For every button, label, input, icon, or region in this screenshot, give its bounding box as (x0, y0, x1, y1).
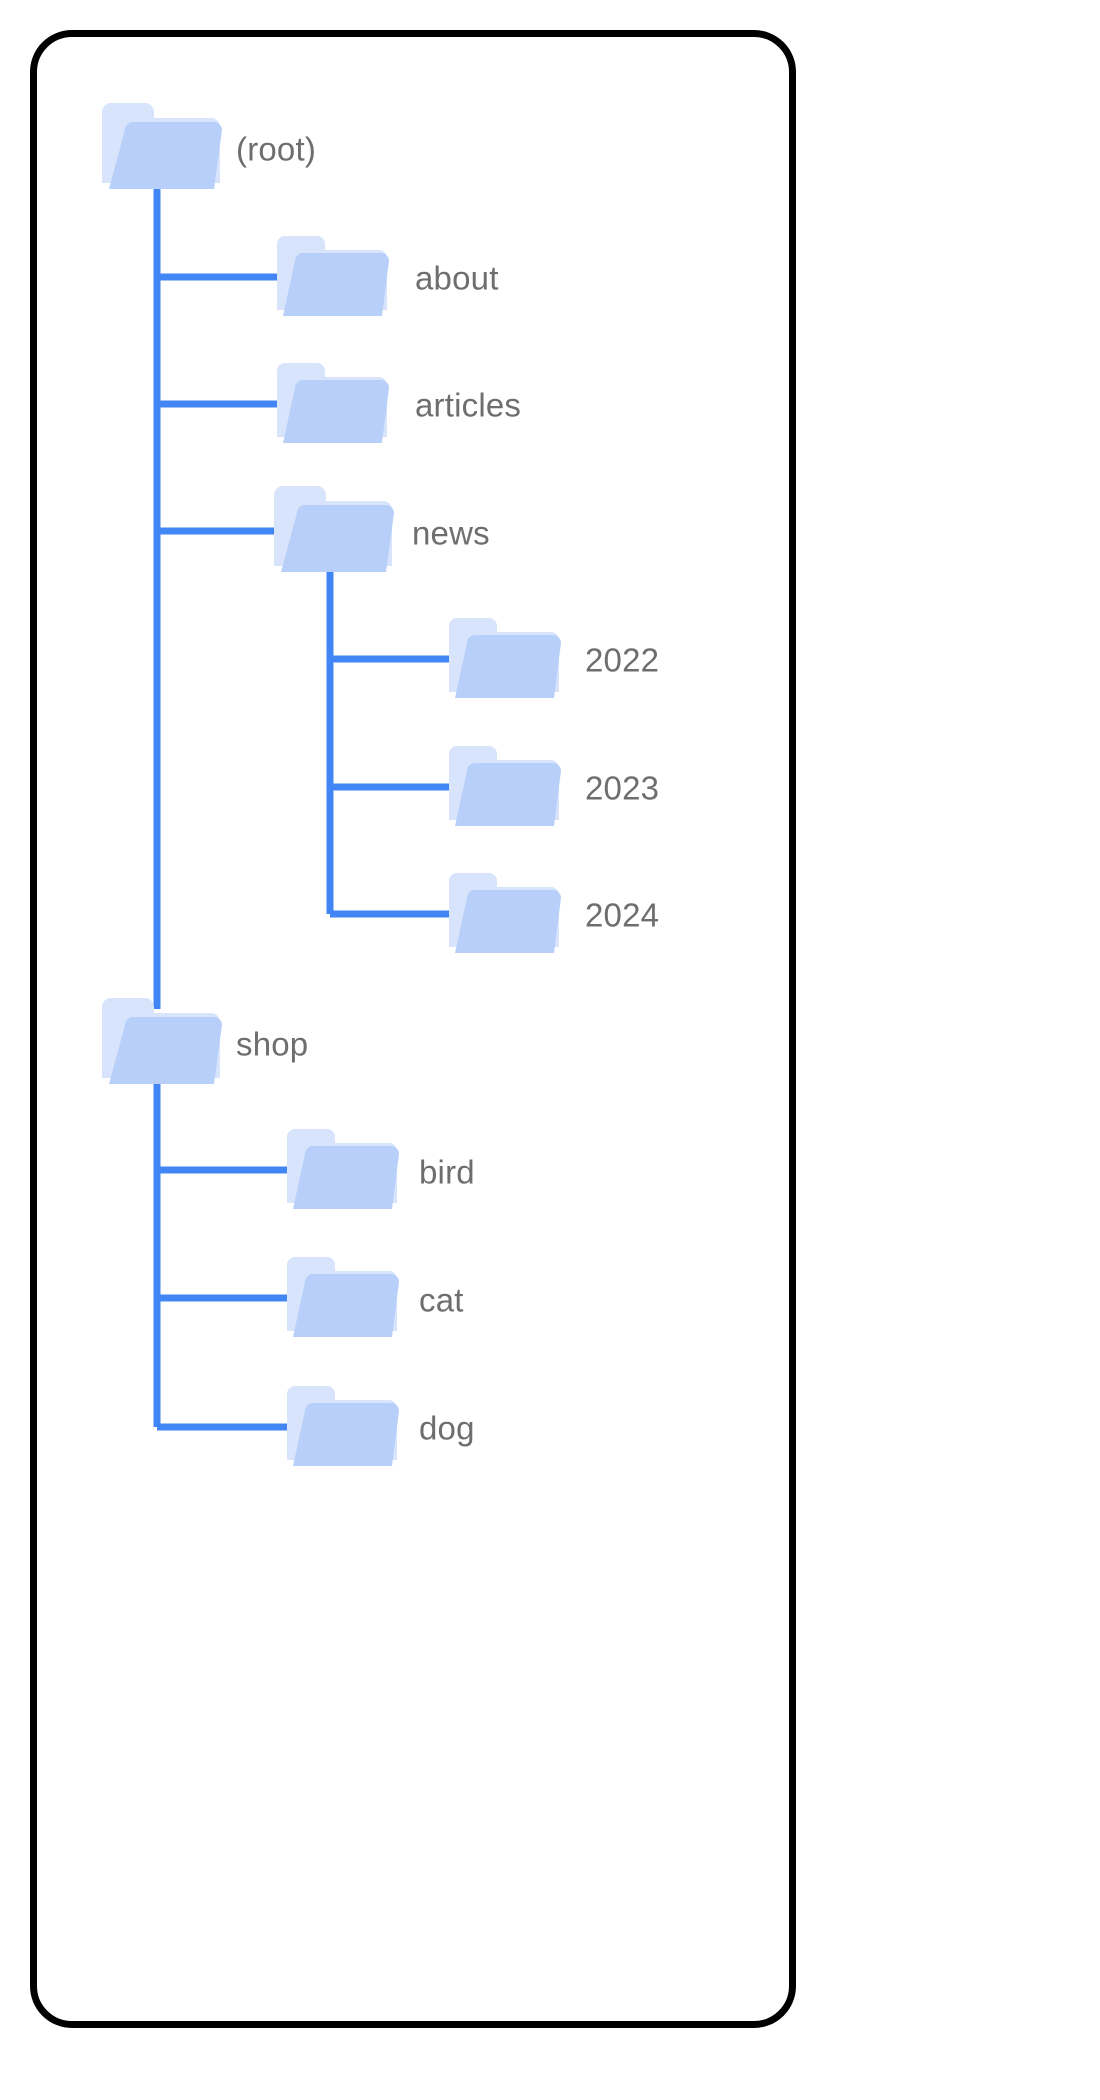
tree-node-shop[interactable] (100, 995, 225, 1090)
tree-node-news-2023[interactable] (447, 743, 565, 831)
node-label-news[interactable]: news (412, 514, 490, 552)
node-label-news-2024[interactable]: 2024 (585, 896, 660, 934)
tree-node-about[interactable] (275, 233, 393, 321)
tree-node-articles[interactable] (275, 360, 393, 448)
node-label-shop-bird[interactable]: bird (419, 1153, 475, 1191)
tree-node-shop-cat[interactable] (285, 1254, 403, 1342)
tree-node-root[interactable] (100, 100, 225, 195)
tree-node-news[interactable] (272, 483, 397, 578)
node-label-news-2022[interactable]: 2022 (585, 641, 660, 679)
node-label-shop[interactable]: shop (236, 1025, 309, 1063)
node-label-shop-dog[interactable]: dog (419, 1409, 475, 1447)
node-label-about[interactable]: about (415, 259, 499, 297)
node-label-articles[interactable]: articles (415, 386, 522, 424)
tree-node-shop-dog[interactable] (285, 1383, 403, 1471)
tree-node-news-2024[interactable] (447, 870, 565, 958)
tree-node-shop-bird[interactable] (285, 1126, 403, 1214)
tree-node-news-2022[interactable] (447, 615, 565, 703)
node-label-news-2023[interactable]: 2023 (585, 769, 660, 807)
node-label-root[interactable]: (root) (236, 130, 317, 168)
node-label-shop-cat[interactable]: cat (419, 1281, 464, 1319)
